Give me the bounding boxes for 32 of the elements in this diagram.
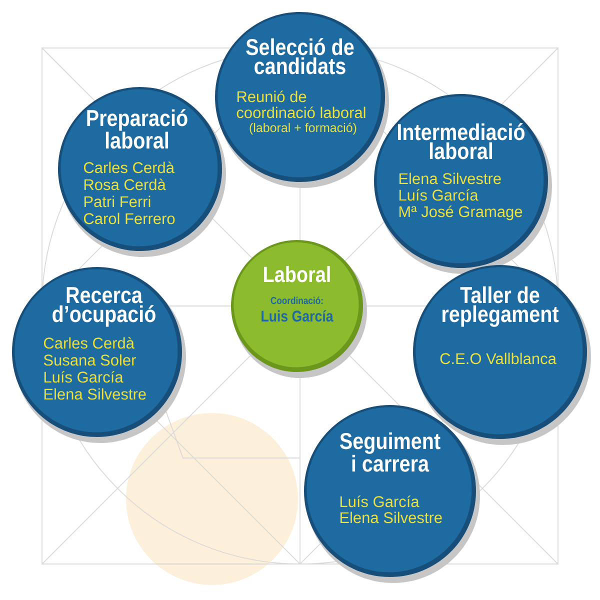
topic-circle	[304, 405, 480, 583]
body-text: C.E.O Vallblanca	[440, 352, 556, 364]
heading: Taller de replegament	[442, 286, 559, 327]
name-text: Elena Silvestre	[399, 172, 501, 184]
topic-circle	[58, 87, 226, 257]
topic-circle	[374, 94, 552, 274]
name-text: Carles Cerdà	[84, 162, 174, 174]
name-text: Luis García	[262, 310, 334, 322]
name-text: Elena Silvestre	[44, 388, 146, 400]
name-text: Luís García	[340, 496, 420, 508]
name-text: Carles Cerdà	[44, 337, 134, 349]
heading: Seguiment i carrera	[340, 432, 440, 472]
topic-circle	[12, 267, 186, 443]
heading: Recerca d’ocupació	[52, 287, 156, 327]
name-text: Patri Ferri	[84, 196, 150, 208]
name-text: Luís García	[44, 371, 124, 383]
name-text: Luís García	[399, 189, 478, 201]
body-text: Reunió de coordinació laboral	[236, 90, 366, 118]
name-text: Carol Ferrero	[84, 212, 175, 224]
empty-circle	[126, 413, 298, 585]
topic-circle	[215, 12, 389, 188]
heading: Preparació laboral	[87, 109, 188, 149]
name-text: Mª José Gramage	[399, 206, 522, 220]
heading: Laboral	[264, 266, 330, 282]
note-text: (laboral + formació)	[250, 122, 356, 135]
center-circle	[231, 240, 367, 378]
heading: Intermediació laboral	[398, 123, 525, 160]
name-text: Susana Soler	[44, 354, 136, 366]
name-text: Elena Silvestre	[340, 512, 442, 524]
heading: Selecció de candidats	[246, 38, 354, 74]
subheading: Coordinació:	[270, 296, 323, 304]
name-text: Rosa Cerdà	[84, 178, 166, 190]
